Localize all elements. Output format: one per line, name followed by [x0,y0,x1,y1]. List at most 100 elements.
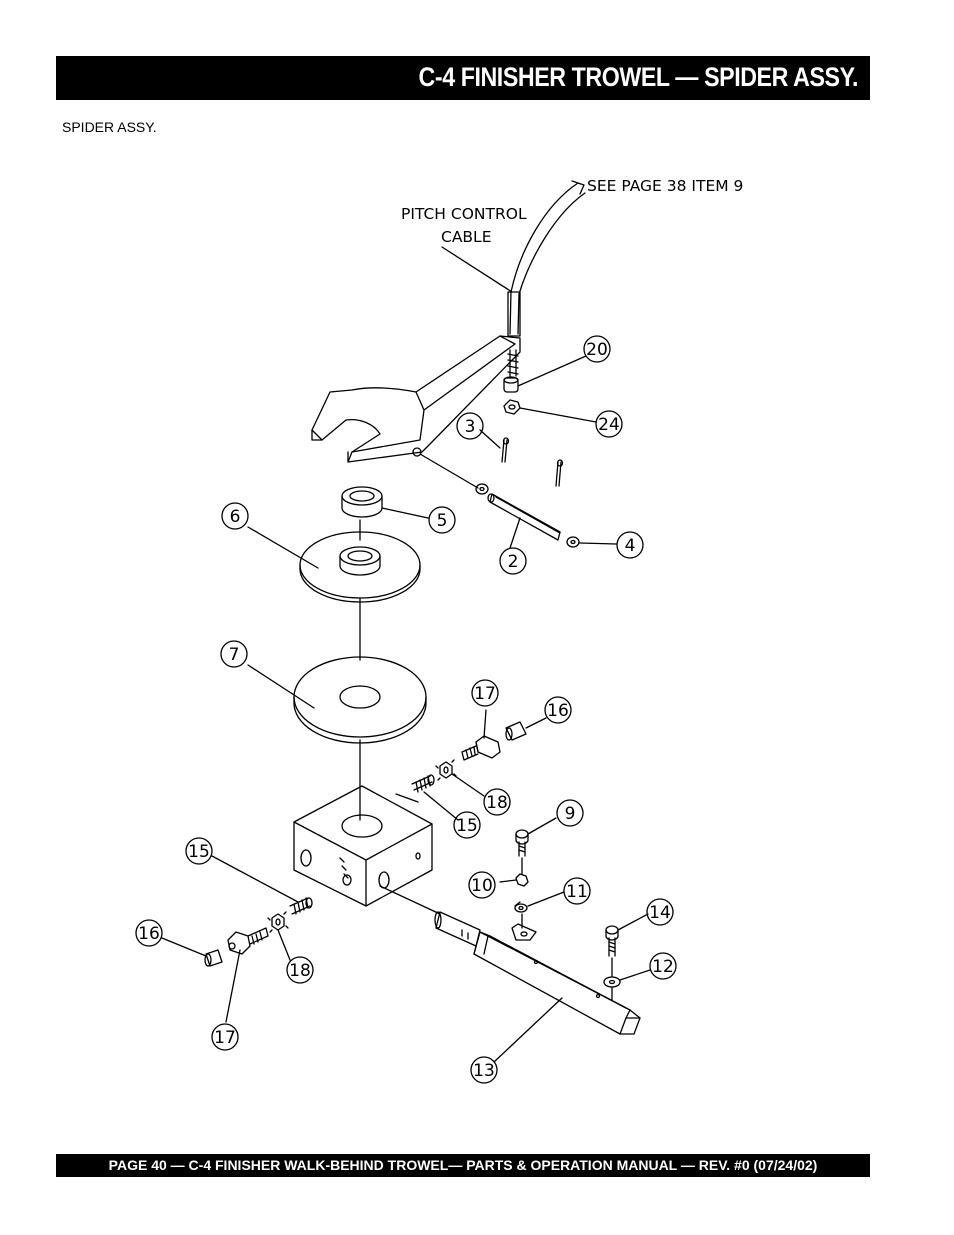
plate-item-7 [293,656,427,744]
spring-item-15a [411,774,435,793]
leader-5 [381,507,429,519]
pitch-control-lever [311,335,521,489]
callout-circle-9 [556,799,584,827]
callout-circle-24 [595,410,623,438]
cable-leader [441,246,513,293]
leader-7 [247,664,315,709]
callout-circle-17b [211,1023,239,1051]
callout-11: 11 [566,882,588,902]
callout-circle-5 [428,506,456,534]
callout-circle-7 [220,640,248,668]
spider-arm-item-13 [379,885,641,1035]
note-see-page: SEE PAGE 38 ITEM 9 [587,177,743,195]
pin-item-2 [487,493,561,541]
cotter-pin-item-3 [501,437,564,487]
callout-20: 20 [586,340,608,360]
callout-5: 5 [437,511,448,531]
page-title: C-4 FINISHER TROWEL — SPIDER ASSY. [418,62,858,92]
bolt-item-9 [515,829,529,857]
callout-2: 2 [508,552,519,572]
footer-bar: PAGE 40 — C-4 FINISHER WALK-BEHIND TROWE… [56,1154,870,1177]
leader-3 [479,429,501,449]
callout-circle-15b [185,837,213,865]
washer-item-4 [475,483,580,548]
grease-fitting-item-17a [461,735,501,761]
callout-circle-18b [286,956,314,984]
spring-item-15b [289,897,313,915]
cap-item-16a [505,721,527,741]
leader-24 [519,407,597,423]
callout-circle-10 [468,871,496,899]
callout-circle-16a [544,696,572,724]
callout-circle-14 [646,898,674,926]
callout-16a: 16 [547,701,569,721]
callout-circle-20 [583,335,611,363]
leader-2 [509,517,521,549]
leader-17a [483,709,487,739]
leader-16b [161,937,207,957]
pitch-control-cable [507,180,586,337]
callout-circle-17a [471,679,499,707]
footer-text: PAGE 40 — C-4 FINISHER WALK-BEHIND TROWE… [108,1157,818,1173]
callout-10: 10 [471,876,493,896]
callout-circle-2 [499,547,527,575]
note-pitch-control: PITCH CONTROL [401,205,527,223]
washer-item-11 [514,901,528,913]
callout-24: 24 [598,415,620,435]
leader-11 [527,891,565,907]
callout-18b: 18 [289,961,311,981]
callout-15a: 15 [456,816,478,836]
leader-15b [211,855,299,903]
title-bar: C-4 FINISHER TROWEL — SPIDER ASSY. [56,56,870,100]
bolt-item-14 [605,925,619,957]
callout-circle-11 [563,877,591,905]
leader-13 [493,997,563,1063]
callout-circle-6 [221,502,249,530]
leader-15a [423,791,459,821]
leader-9 [527,817,557,835]
section-subtitle: SPIDER ASSY. [62,119,157,135]
washer-item-12 [603,976,621,988]
callout-circle-18a [483,788,511,816]
washer-item-18a [435,759,457,781]
callout-4: 4 [625,536,636,556]
leader-20 [517,355,587,387]
callout-circle-4 [616,531,644,559]
callout-15b: 15 [188,842,210,862]
leader-17b [225,949,241,1023]
leader-16a [525,717,547,729]
callout-circle-15a [453,811,481,839]
note-cable: CABLE [441,228,492,246]
spider-block [293,785,433,907]
callout-16b: 16 [138,924,160,944]
callout-circle-12 [649,952,677,980]
callout-9: 9 [565,804,576,824]
callout-circle-16b [135,919,163,947]
washer-item-18b [267,911,289,933]
callout-12: 12 [652,957,674,977]
callout-3: 3 [465,417,476,437]
thrust-plate-item-6 [299,531,421,603]
callout-18a: 18 [486,793,508,813]
leader-4 [579,542,617,545]
bushing-item-5 [341,486,383,518]
leader-18b [277,929,291,961]
callout-17b: 17 [214,1028,236,1048]
nut-item-20 [503,376,519,393]
leader-6 [247,526,319,569]
callout-6: 6 [230,507,241,527]
nut-item-10 [515,873,529,887]
leader-10 [499,879,517,883]
callout-14: 14 [649,903,671,923]
lever-stud [507,349,519,377]
leader-12 [619,969,651,981]
callout-13: 13 [473,1061,495,1081]
leader-18a [451,773,485,797]
cap-item-16b [204,949,223,967]
leader-14 [617,913,649,931]
callout-circle-3 [456,412,484,440]
callout-7: 7 [229,645,240,665]
nut-item-24 [503,399,521,415]
callout-circle-13 [470,1056,498,1084]
